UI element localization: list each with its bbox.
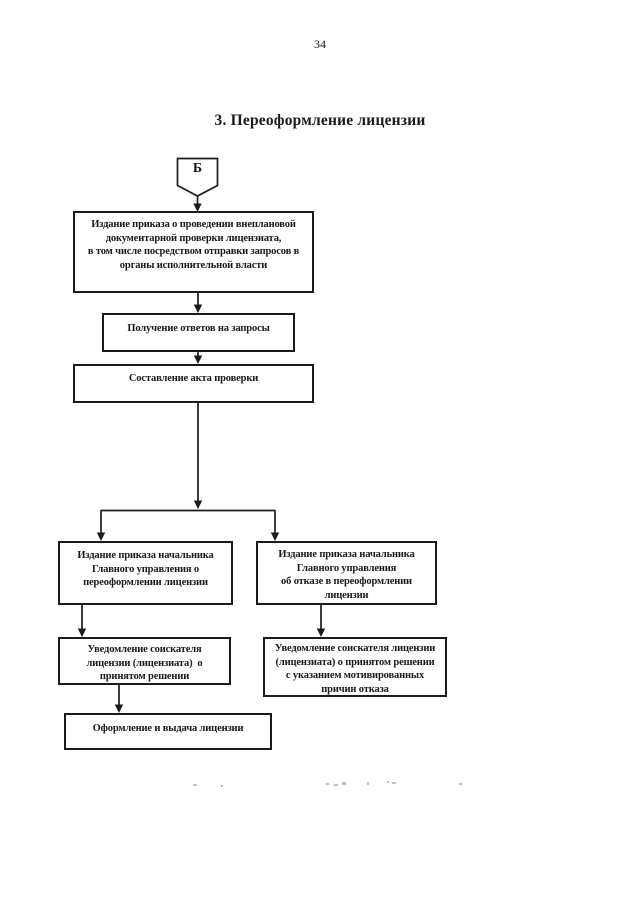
arrowhead	[316, 628, 326, 637]
flow-box-order-refuse: Издание приказа начальника Главного упра…	[256, 541, 437, 605]
arrowhead	[193, 500, 203, 509]
arrowhead	[193, 304, 203, 313]
flow-box-draft-act: Составление акта проверки	[73, 364, 314, 403]
section-title: 3. Переоформление лицензии	[214, 112, 426, 129]
arrowhead	[114, 704, 124, 713]
flow-box-text: Уведомление соискателя лицензии (лицензи…	[274, 643, 436, 695]
flow-box-text: Издание приказа о проведении внеплановой…	[87, 219, 300, 271]
page-number: 34	[314, 37, 326, 51]
arrowhead	[193, 355, 203, 364]
flow-box-notify-decision: Уведомление соискателя лицензии (лицензи…	[58, 637, 231, 685]
flow-box-order-reissue: Издание приказа начальника Главного упра…	[58, 541, 233, 605]
flow-box-issue-order: Издание приказа о проведении внеплановой…	[73, 211, 314, 293]
arrowhead	[77, 628, 87, 637]
flow-box-issue-license: Оформление и выдача лицензии	[64, 713, 272, 750]
arrowhead	[270, 532, 280, 541]
flow-box-text: Издание приказа начальника Главного упра…	[278, 549, 415, 601]
arrowhead	[96, 532, 106, 541]
flow-box-text: Оформление и выдача лицензии	[92, 723, 244, 734]
flow-box-text: Составление акта проверки	[128, 373, 259, 384]
flow-box-text: Получение ответов на запросы	[127, 323, 270, 334]
flow-box-notify-refusal: Уведомление соискателя лицензии (лицензи…	[263, 637, 447, 697]
flow-box-receive-answers: Получение ответов на запросы	[102, 313, 295, 352]
flow-box-text: Издание приказа начальника Главного упра…	[77, 550, 214, 588]
arrowhead	[193, 203, 202, 212]
offpage-connector-shape	[176, 157, 219, 197]
flow-box-text: Уведомление соискателя лицензии (лицензи…	[86, 644, 203, 682]
offpage-connector-label: Б	[192, 161, 203, 176]
